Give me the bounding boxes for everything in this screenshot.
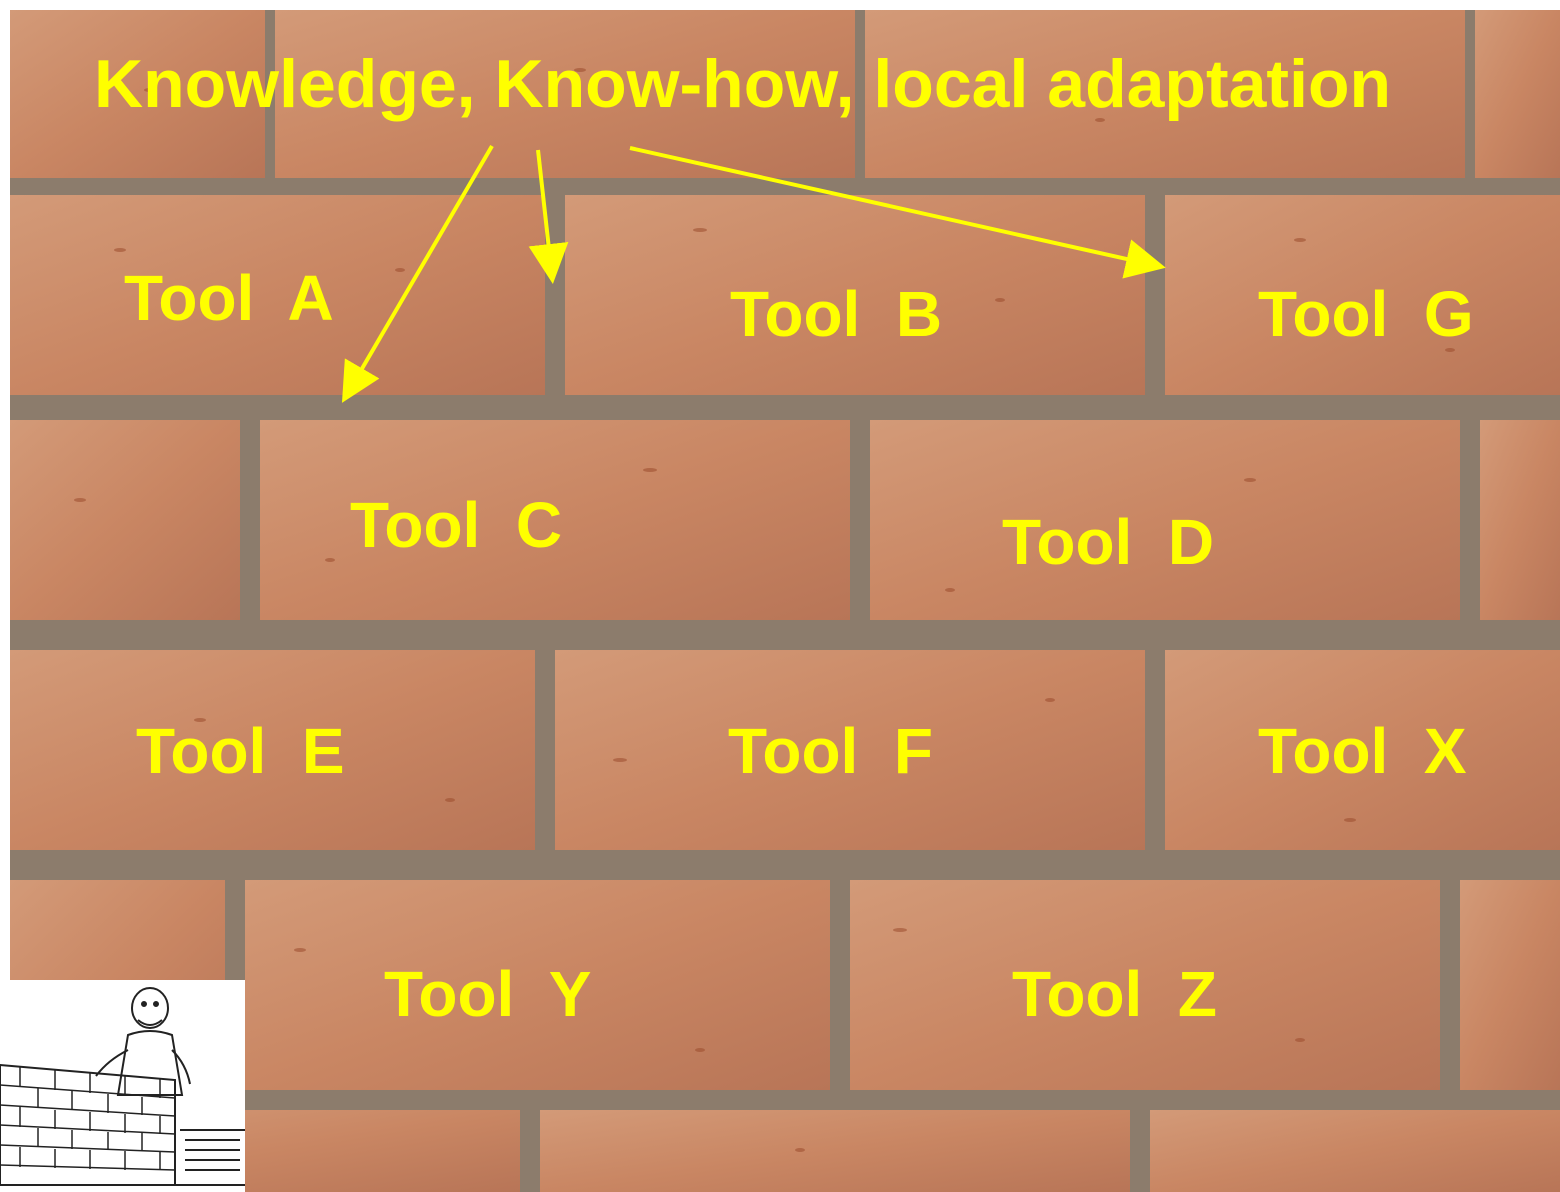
tool-c-label: Tool C	[350, 489, 563, 561]
brick	[540, 1110, 1130, 1192]
tool-b-label: Tool B	[730, 278, 943, 350]
tool-e-label: Tool E	[136, 715, 345, 787]
brick	[565, 195, 1145, 395]
arrow-to-tool-c	[341, 144, 494, 403]
brick	[1475, 10, 1560, 178]
brick-texture	[74, 68, 1455, 1152]
brick	[10, 650, 535, 850]
tool-z-label: Tool Z	[1012, 958, 1217, 1030]
arrow-to-tool-g	[629, 146, 1166, 279]
slide-title: Knowledge, Know-how, local adaptation	[94, 46, 1392, 122]
brick	[10, 10, 265, 178]
brick	[275, 10, 855, 178]
brick	[870, 420, 1460, 620]
tool-f-label: Tool F	[728, 715, 933, 787]
brick	[1165, 650, 1560, 850]
bricklayer-drawing	[0, 987, 245, 1186]
tool-g-label: Tool G	[1258, 278, 1474, 350]
brick	[850, 880, 1440, 1090]
arrow-to-mortar	[528, 149, 569, 284]
brick	[10, 195, 545, 395]
tool-a-label: Tool A	[124, 262, 334, 334]
brick	[1460, 880, 1560, 1090]
tool-x-label: Tool X	[1258, 715, 1467, 787]
bricklayer-illustration	[0, 980, 245, 1192]
brick	[555, 650, 1145, 850]
brick	[1480, 420, 1560, 620]
tool-y-label: Tool Y	[384, 958, 592, 1030]
brick	[260, 420, 850, 620]
tool-d-label: Tool D	[1002, 506, 1215, 578]
brick	[865, 10, 1465, 178]
brick	[1150, 1110, 1560, 1192]
brick	[1165, 195, 1560, 395]
brick	[10, 420, 240, 620]
brick	[245, 880, 830, 1090]
